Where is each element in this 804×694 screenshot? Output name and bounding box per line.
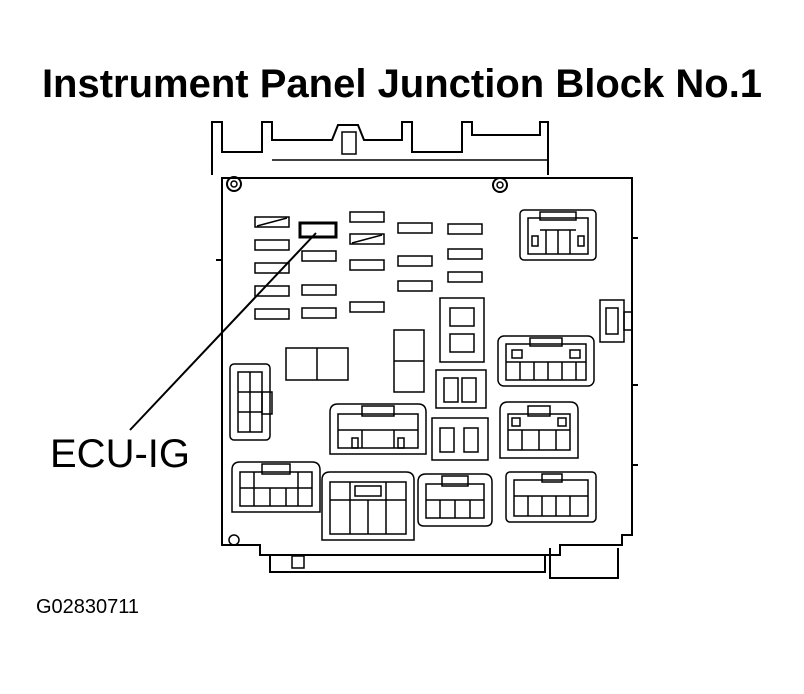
connector-right-2: [500, 402, 578, 458]
ecu-ig-fuse: [300, 223, 336, 237]
ecu-ig-leader-line: [130, 233, 316, 430]
connector-right-1: [498, 336, 594, 386]
fuse-column-1: [255, 217, 289, 319]
connector-bottom-left: [232, 462, 320, 512]
connector-bottom-large: [322, 472, 414, 540]
fuse-column-4: [398, 223, 432, 291]
junction-block-housing: [216, 177, 638, 555]
bottom-foot: [270, 548, 618, 578]
figure-id: G02830711: [36, 596, 140, 618]
fuse-column-3: [350, 212, 384, 312]
connector-right-side: [600, 300, 632, 342]
connector-bottom-center: [418, 474, 492, 526]
relays: [286, 298, 488, 460]
fuse-column-2: [302, 251, 336, 318]
connector-center: [330, 404, 426, 454]
connector-left-side: [230, 364, 272, 440]
connector-bottom-right: [506, 472, 596, 522]
callout-label-ecu-ig: ECU-IG: [50, 432, 190, 476]
fuse-column-5: [448, 224, 482, 282]
top-bracket: [212, 122, 548, 175]
connector-top-right: [520, 210, 596, 260]
diagram-title: Instrument Panel Junction Block No.1: [41, 62, 763, 106]
